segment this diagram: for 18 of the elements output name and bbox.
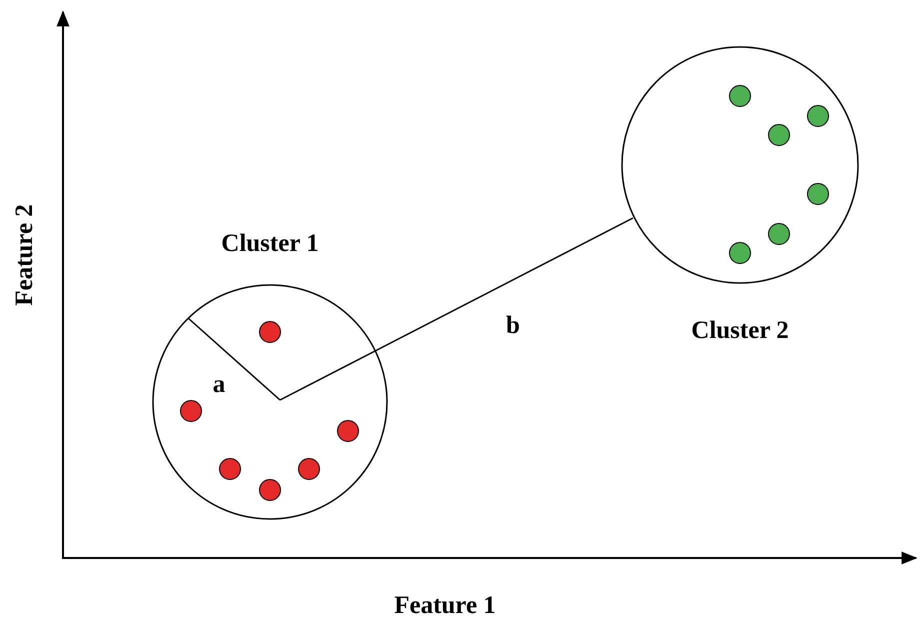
cluster-label: Cluster 2 [690, 317, 790, 345]
data-point [729, 85, 751, 107]
axis-title: Feature 2 [11, 204, 39, 306]
distance-label: a [212, 371, 226, 399]
data-point [259, 479, 281, 501]
cluster-label: Cluster 1 [220, 230, 320, 258]
data-point [807, 183, 829, 205]
data-point [729, 242, 751, 264]
data-point [180, 400, 202, 422]
distance-label: b [506, 312, 520, 340]
data-point [219, 458, 241, 480]
data-point [298, 458, 320, 480]
data-point [768, 223, 790, 245]
axis-title: Feature 1 [394, 592, 496, 620]
data-point [807, 105, 829, 127]
data-point [259, 321, 281, 343]
data-point [337, 420, 359, 442]
data-point [768, 124, 790, 146]
